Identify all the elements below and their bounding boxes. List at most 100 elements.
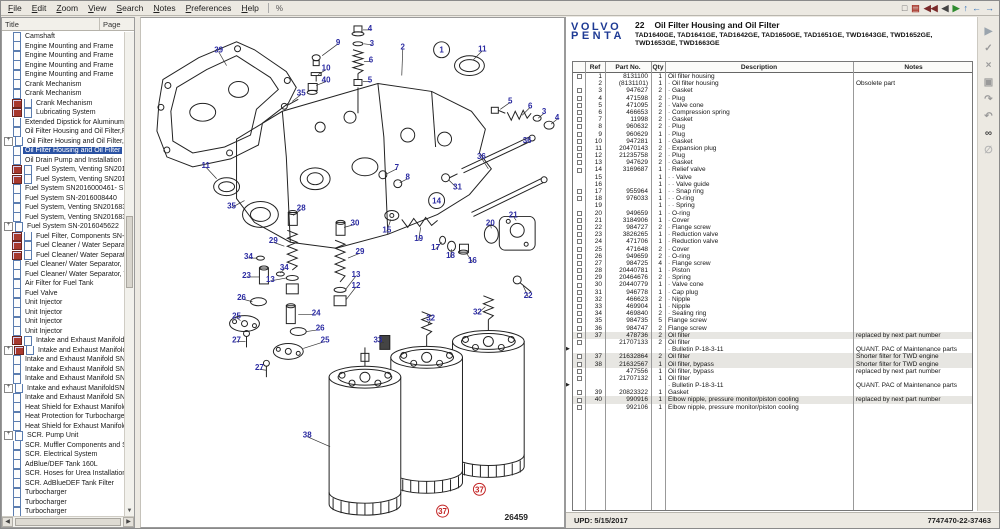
callout-26[interactable]: 26 (237, 293, 246, 302)
sidebar-item[interactable]: Oil Filter Housing and Oil Filter,Remo..… (2, 127, 124, 137)
sidebar-item[interactable]: Turbocharger (2, 497, 124, 507)
tree-hscroll-right-arrow[interactable]: ▶ (123, 517, 134, 527)
callout-5[interactable]: 5 (508, 96, 513, 105)
callout-40[interactable]: 40 (322, 76, 331, 85)
row-checkbox[interactable] (576, 138, 582, 144)
row-checkbox[interactable] (576, 153, 582, 159)
callout-22[interactable]: 22 (524, 291, 533, 300)
sidebar-item[interactable]: Unit Injector (2, 307, 124, 317)
sidebar-item[interactable]: Turbocharger (2, 488, 124, 498)
sidebar-item[interactable]: Fuel System SN2016000461- SN20160... (2, 184, 124, 194)
sidebar-item[interactable]: Fuel System, Venting SN2016838882- (2, 212, 124, 222)
callout-27[interactable]: 27 (232, 335, 241, 344)
callout-8[interactable]: 8 (406, 173, 411, 182)
tree-column-page[interactable]: Page (103, 20, 121, 29)
callout-29[interactable]: 29 (269, 236, 278, 245)
callout-35[interactable]: 35 (297, 88, 306, 97)
callout-5[interactable]: 5 (368, 76, 373, 85)
tree-column-title[interactable]: Title (2, 18, 100, 30)
row-checkbox[interactable] (576, 390, 582, 396)
callout-7[interactable]: 7 (395, 163, 400, 172)
row-checkbox[interactable] (576, 340, 582, 346)
sidebar-item[interactable]: Fuel System, Venting SN2016838882- (2, 203, 124, 213)
callout-21[interactable]: 21 (509, 210, 518, 219)
row-checkbox[interactable] (576, 124, 582, 130)
menu-preferences[interactable]: Preferences (185, 3, 232, 13)
row-checkbox[interactable] (576, 296, 582, 302)
row-checkbox[interactable] (576, 232, 582, 238)
callout-35[interactable]: 35 (227, 202, 236, 211)
callout-36[interactable]: 36 (477, 152, 486, 161)
tree-horizontal-scrollbar[interactable]: ◀ ▶ (2, 516, 134, 527)
binoculars-icon[interactable]: ∞ (984, 128, 993, 139)
sidebar-item[interactable]: Engine Mounting and Frame (2, 51, 124, 61)
nav-right-icon[interactable]: → (985, 3, 994, 13)
sidebar-item[interactable]: Fuel System, Venting SN20160456... (2, 165, 124, 175)
sidebar-item[interactable]: Engine Mounting and Frame (2, 41, 124, 51)
bulletin-marker-icon[interactable]: ▶ (566, 345, 570, 352)
callout-4[interactable]: 4 (555, 113, 560, 122)
row-checkbox[interactable] (576, 196, 582, 202)
sidebar-item[interactable]: SCR. AdBlueDEF Tank Filter (2, 478, 124, 488)
row-checkbox[interactable] (576, 397, 582, 403)
row-checkbox[interactable] (576, 361, 582, 367)
sidebar-item[interactable]: Extended Dipstick for Aluminum Su... (2, 117, 124, 127)
row-checkbox[interactable] (576, 225, 582, 231)
callout-18[interactable]: 18 (446, 251, 455, 260)
close-icon[interactable]: × (985, 60, 992, 71)
callout-29[interactable]: 29 (356, 247, 365, 256)
bulletin-marker-icon[interactable]: ▶ (566, 381, 570, 388)
callout-25[interactable]: 25 (232, 312, 241, 321)
menu-view[interactable]: View (88, 3, 107, 13)
tree-vscroll-down-arrow[interactable]: ▼ (126, 508, 133, 514)
callout-9[interactable]: 9 (336, 38, 341, 47)
sidebar-item[interactable]: Heat Shield for Exhaust Manifold and... (2, 421, 124, 431)
sidebar-item[interactable]: Heat Shield for Exhaust Manifold and... (2, 402, 124, 412)
check-icon[interactable]: ✓ (984, 43, 993, 54)
sidebar-item[interactable]: SCR. Electrical System (2, 450, 124, 460)
callout-2[interactable]: 2 (401, 43, 406, 52)
tree-expander-icon[interactable]: + (4, 136, 13, 146)
panel-splitter[interactable] (135, 17, 140, 528)
row-checkbox[interactable] (576, 74, 582, 80)
sidebar-item[interactable]: Crank Mechanism (2, 89, 124, 99)
callout-28[interactable]: 28 (297, 203, 306, 212)
callout-32[interactable]: 32 (473, 308, 482, 317)
callout-39[interactable]: 39 (214, 46, 223, 55)
sidebar-item[interactable]: +Intake and exhaust ManifoldSN20161... (2, 383, 124, 393)
callout-10[interactable]: 10 (322, 64, 331, 73)
row-checkbox[interactable] (576, 239, 582, 245)
sidebar-item[interactable]: Unit Injector (2, 298, 124, 308)
row-checkbox[interactable] (576, 282, 582, 288)
callout-20[interactable]: 20 (486, 218, 495, 227)
sidebar-item[interactable]: Intake and Exhaust Manifold SN2016... (2, 364, 124, 374)
callout-37[interactable]: 37 (475, 485, 484, 494)
callout-6[interactable]: 6 (369, 56, 374, 65)
callout-30[interactable]: 30 (351, 218, 360, 227)
play-icon[interactable]: ▶ (984, 26, 993, 37)
nav-left-icon[interactable]: ← (972, 3, 981, 13)
sidebar-item[interactable]: Air Filter for Fuel Tank (2, 279, 124, 289)
book-icon[interactable]: ▤ (911, 3, 920, 13)
